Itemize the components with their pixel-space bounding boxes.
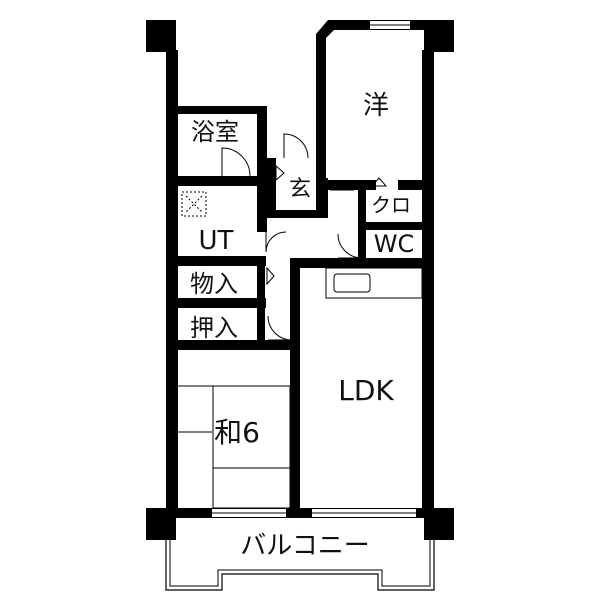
wall-bath-bottom [176, 176, 266, 186]
closet-arrow-entrance [275, 164, 285, 182]
wall-bath-right [257, 106, 267, 188]
label-bath: 浴室 [191, 118, 239, 146]
label-ldk: LDK [338, 374, 394, 407]
wall-ut-bottom [176, 256, 266, 266]
wall-storage-right [257, 266, 265, 300]
closet-arrow-kuro [370, 177, 388, 187]
washer-spot [181, 191, 207, 217]
balcony-inner-outline [169, 540, 431, 587]
column-top-right [424, 20, 454, 52]
kitchen-counter [325, 267, 423, 299]
label-utility: UT [199, 226, 234, 256]
wall-ldk-left [290, 258, 300, 518]
label-storage: 物入 [190, 270, 238, 298]
label-wc: WC [374, 230, 415, 258]
label-push-closet: 押入 [190, 314, 238, 342]
wall-entrance-bottom [266, 210, 316, 218]
wall-western-bottom2 [398, 180, 426, 190]
balcony-outline [165, 540, 435, 591]
wall-left [166, 50, 178, 512]
door-ut [265, 231, 287, 253]
label-balcony: バルコニー [240, 531, 369, 561]
door-bath [221, 147, 251, 177]
wall-storage-bottom [176, 298, 266, 308]
column-bottom-right [424, 508, 454, 540]
wall-ut-right [257, 186, 267, 232]
label-closet: クロ [371, 193, 411, 217]
closet-arrow-storage [266, 266, 275, 286]
label-japanese: 和6 [214, 416, 260, 449]
wall-entrance-left [266, 158, 276, 218]
wall-western-bottom [326, 180, 376, 190]
wall-bath-top [176, 106, 266, 114]
kitchen-sink [333, 273, 371, 293]
wall-bottom [176, 508, 424, 518]
label-entrance: 玄 [289, 177, 311, 202]
door-wc [337, 233, 363, 259]
door-hall [267, 315, 293, 341]
wall-western-room [316, 20, 426, 180]
column-bottom-left [146, 508, 176, 540]
wall-ldk-top [292, 258, 426, 268]
wall-push-bottom [176, 340, 294, 350]
wall-closet-bottom [358, 222, 424, 230]
label-western: 洋 [363, 91, 389, 121]
door-entrance [283, 133, 309, 159]
wall-right [422, 50, 434, 512]
wall-push-right [257, 308, 265, 350]
column-top-left [146, 20, 176, 52]
wall-hall-mid [316, 178, 328, 218]
